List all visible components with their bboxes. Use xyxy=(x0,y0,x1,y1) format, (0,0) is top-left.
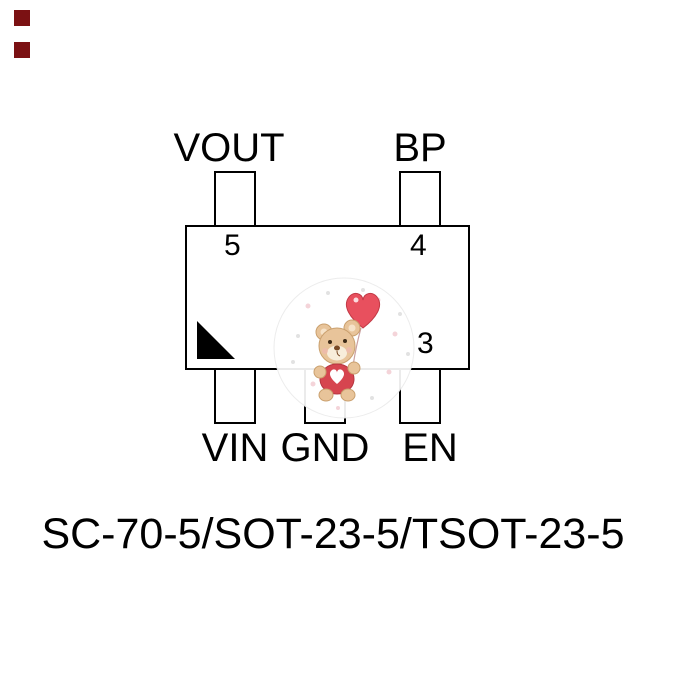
pin-label-bp: BP xyxy=(393,126,447,170)
teddy-bear-watermark-icon xyxy=(273,277,415,419)
pin1-marker-icon xyxy=(197,321,235,359)
pin-number-3: 3 xyxy=(417,327,434,360)
pin-lead-4 xyxy=(399,171,441,227)
pin-label-vout: VOUT xyxy=(173,126,285,170)
pin-number-4: 4 xyxy=(410,229,427,262)
accent-square-bottom xyxy=(14,42,30,58)
package-caption: SC-70-5/SOT-23-5/TSOT-23-5 xyxy=(41,510,625,558)
pin-label-gnd: GND xyxy=(280,426,370,470)
accent-square-top xyxy=(14,10,30,26)
pin-number-5: 5 xyxy=(224,229,241,262)
pin-lead-5 xyxy=(214,171,256,227)
pin-lead-vin xyxy=(214,368,256,424)
pin-label-vin: VIN xyxy=(201,426,269,470)
pin-label-en: EN xyxy=(402,426,458,470)
